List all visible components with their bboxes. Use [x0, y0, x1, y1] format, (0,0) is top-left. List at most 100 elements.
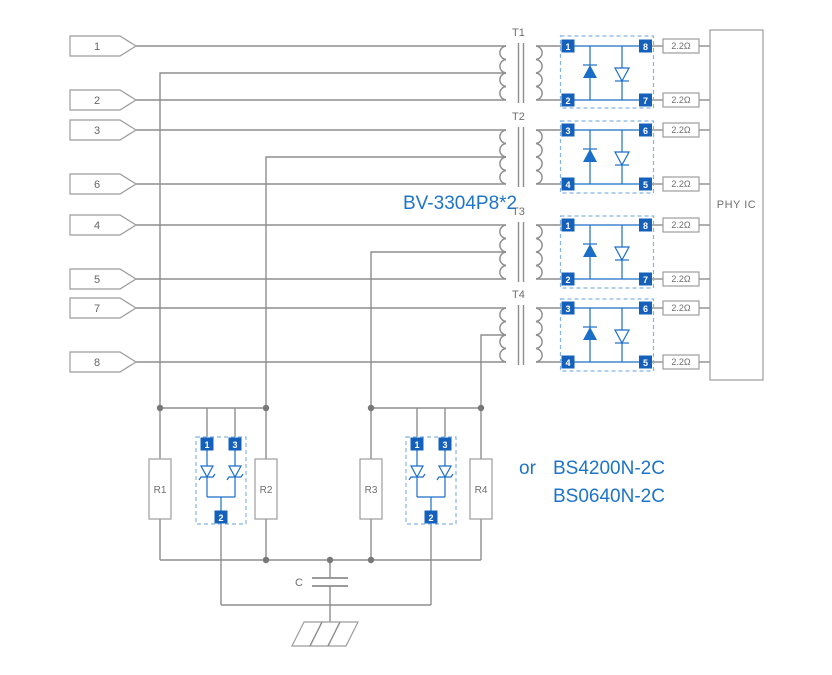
termination-network-wires	[159, 407, 482, 622]
array-section-outline	[559, 215, 655, 289]
array-pin-number: 5	[643, 180, 648, 190]
resistor-2r2-label: 2.2Ω	[671, 95, 691, 105]
resistor-2r2	[662, 300, 700, 316]
connector-pin-label: 7	[94, 303, 100, 315]
junction-dots	[156, 404, 485, 564]
connector-pin-label: 8	[94, 357, 100, 369]
tvs-outline	[405, 436, 457, 525]
connector-pin: 6	[69, 173, 138, 195]
tvs-bottom-1: 1 3 2	[195, 436, 247, 525]
transformer-label: T4	[512, 289, 525, 301]
array-pin-number: 4	[565, 180, 570, 190]
connector-pin: 1	[69, 35, 138, 57]
tvs-pin-number: 3	[232, 440, 237, 450]
array-pin-number: 2	[565, 275, 570, 285]
diode-down-icon	[613, 329, 631, 345]
transformer-t2: T2	[499, 111, 543, 187]
array-pin-number: 8	[643, 221, 648, 231]
diode-up-icon	[583, 327, 597, 340]
array-pin-squares: 1 2 3 4 8 7 6 5	[561, 39, 652, 191]
array-pin-squares: 1 2 3 4 8 7 6 5	[561, 218, 652, 369]
connector-pin: 3	[69, 119, 138, 141]
connector-pin: 2	[69, 89, 138, 111]
tvs-part-labels: or BS4200N-2C BS0640N-2C	[519, 458, 665, 507]
resistor-2r2	[662, 176, 700, 192]
connector-pin: 8	[69, 351, 138, 373]
connector-pin-label: 5	[94, 274, 100, 286]
resistor-2r2-label: 2.2Ω	[671, 179, 691, 189]
diode-up-icon	[583, 244, 597, 257]
resistor-2r2-label: 2.2Ω	[671, 357, 691, 367]
transformer-label: T1	[512, 27, 525, 39]
array-pin-number: 5	[643, 358, 648, 368]
resistor-label: R3	[365, 485, 378, 496]
resistor-r4: R4	[469, 458, 493, 520]
tvs-outline	[195, 436, 247, 525]
resistor-r2: R2	[254, 458, 278, 520]
array-pin-number: 3	[565, 126, 570, 136]
resistor-2r2	[662, 122, 700, 138]
array-pin-number: 3	[565, 304, 570, 314]
connector-pin: 4	[69, 214, 138, 236]
diode-down-icon	[613, 246, 631, 262]
signal-wires	[136, 45, 710, 363]
resistor-label: R4	[475, 485, 488, 496]
resistor-2r2	[662, 92, 700, 108]
transformer-label: T2	[512, 111, 525, 123]
phy-ic: PHY IC	[709, 29, 764, 381]
connector-pin-label: 1	[94, 41, 100, 53]
resistor-2r2	[662, 271, 700, 287]
array-section-outline	[559, 35, 655, 109]
resistor-2r2	[662, 354, 700, 370]
array-pin-number: 7	[643, 96, 648, 106]
diode-pair	[583, 130, 631, 184]
array-section-outline	[559, 298, 655, 372]
zener-diode-icon	[409, 465, 425, 479]
left-connector-pins: 1 2 3 6 4 5 7 8	[69, 35, 138, 373]
connector-pin-label: 2	[94, 95, 100, 107]
resistor-2r2-label: 2.2Ω	[671, 303, 691, 313]
zener-diode-icon	[199, 465, 215, 479]
diode-pair	[583, 308, 631, 362]
array-section-outline	[559, 120, 655, 194]
tvs-pin-number: 2	[428, 513, 433, 523]
tvs-model-2: BS0640N-2C	[553, 486, 665, 507]
capacitor-label: C	[295, 577, 303, 589]
array-part-label: BV-3304P8*2	[403, 193, 517, 214]
array-pin-number: 6	[643, 304, 648, 314]
connector-pin-label: 4	[94, 220, 100, 232]
diode-pair	[583, 46, 631, 100]
diode-down-icon	[613, 151, 631, 167]
resistor-r1: R1	[148, 458, 172, 520]
tvs-pin-number: 2	[218, 513, 223, 523]
diode-pair	[583, 225, 631, 279]
tvs-pin-number: 1	[414, 440, 419, 450]
center-tap-wires	[159, 72, 506, 408]
zener-diode-icon	[227, 465, 243, 479]
resistor-2r2-label: 2.2Ω	[671, 220, 691, 230]
array-pin-number: 1	[565, 42, 570, 52]
array-pin-number: 6	[643, 126, 648, 136]
transformer-t1: T1	[499, 27, 543, 103]
connector-pin: 7	[69, 297, 138, 319]
diode-down-icon	[613, 67, 631, 83]
tvs-or-label: or	[519, 458, 537, 479]
series-resistors: 2.2Ω 2.2Ω 2.2Ω 2.2Ω 2.2Ω 2.2Ω 2.2Ω 2.2Ω	[662, 38, 700, 370]
transformer-label: T3	[512, 206, 525, 218]
resistor-2r2	[662, 38, 700, 54]
resistor-2r2-label: 2.2Ω	[671, 125, 691, 135]
array-pin-number: 7	[643, 275, 648, 285]
array-pin-number: 8	[643, 42, 648, 52]
resistor-2r2-label: 2.2Ω	[671, 274, 691, 284]
array-pin-number: 2	[565, 96, 570, 106]
zener-bar	[408, 473, 426, 481]
phy-ic-box	[709, 29, 764, 381]
chassis-ground-icon	[291, 621, 359, 647]
resistor-label: R2	[260, 485, 273, 496]
zener-diode-icon	[437, 465, 453, 479]
transformer-t4: T4	[499, 289, 543, 365]
array-pin-number: 1	[565, 221, 570, 231]
tvs-diode-array-top: 1 2 3 4 8 7 6 5	[559, 35, 655, 194]
